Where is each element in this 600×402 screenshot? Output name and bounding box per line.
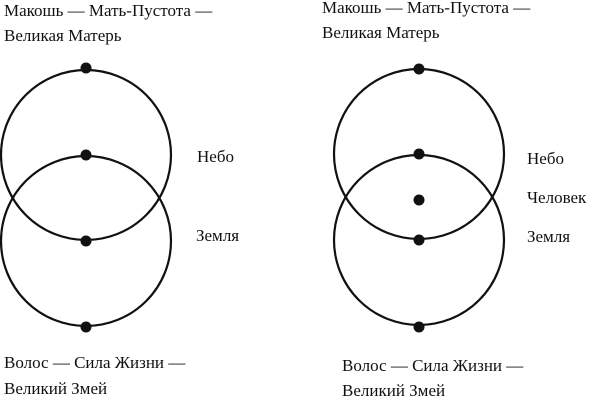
right-top-caption-line1: Макошь — Мать-Пустота — xyxy=(322,0,531,17)
left-label-sky: Небо xyxy=(197,147,234,166)
left-dot-sky xyxy=(80,149,92,161)
left-top-caption-line1: Макошь — Мать-Пустота — xyxy=(4,1,213,20)
right-top-caption-line2: Великая Матерь xyxy=(322,23,440,42)
left-dot-earth xyxy=(80,235,92,247)
right-label-earth: Земля xyxy=(527,227,571,246)
left-dot-bottom xyxy=(80,321,92,333)
right-dot-earth xyxy=(413,234,425,246)
left-dot-top xyxy=(80,62,92,74)
right-label-sky: Небо xyxy=(527,149,564,168)
left-label-earth: Земля xyxy=(196,226,240,245)
right-dot-sky xyxy=(413,148,425,160)
left-top-caption-line2: Великая Матерь xyxy=(4,26,122,45)
left-diagram xyxy=(0,68,173,328)
right-dot-bottom xyxy=(413,321,425,333)
right-bottom-caption-line1: Волос — Сила Жизни — xyxy=(342,356,524,375)
left-bottom-caption-line2: Великий Змей xyxy=(4,379,108,398)
right-bottom-caption-line2: Великий Змей xyxy=(342,381,446,400)
right-dot-human xyxy=(413,194,425,206)
right-label-human: Человек xyxy=(527,188,587,207)
left-bottom-caption-line1: Волос — Сила Жизни — xyxy=(4,353,186,372)
right-dot-top xyxy=(413,63,425,75)
